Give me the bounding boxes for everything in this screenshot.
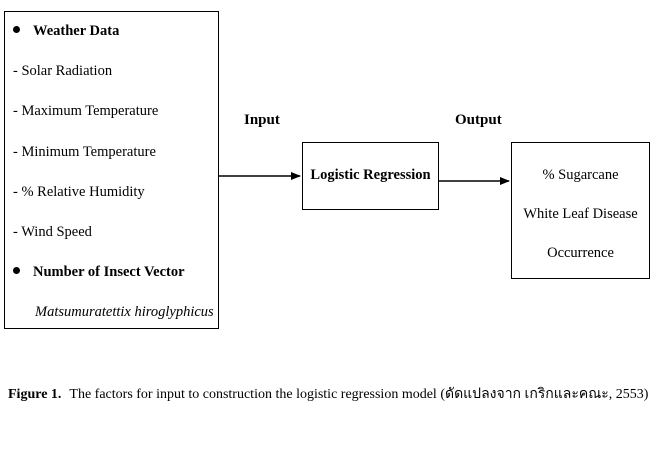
input-label: Input: [244, 112, 280, 128]
insect-species-name: Matsumuratettix hiroglyphicus: [35, 304, 214, 320]
insect-vector-heading-text: Number of Insect Vector: [33, 264, 185, 280]
output-line-3: Occurrence: [547, 245, 614, 261]
weather-item-relative-humidity: - % Relative Humidity: [13, 184, 145, 200]
weather-data-heading: Weather Data: [13, 24, 119, 39]
output-line-2: White Leaf Disease: [523, 206, 638, 222]
input-factors-box: Weather Data - Solar Radiation - Maximum…: [4, 11, 219, 329]
weather-item-wind-speed: - Wind Speed: [13, 224, 92, 240]
insect-vector-heading: Number of Insect Vector: [13, 265, 185, 280]
output-line-1: % Sugarcane: [542, 167, 619, 183]
weather-data-heading-text: Weather Data: [33, 23, 120, 39]
bullet-icon: [13, 267, 20, 274]
model-label: Logistic Regression: [310, 167, 431, 183]
figure-caption-text: The factors for input to construction th…: [69, 387, 649, 402]
output-box: % Sugarcane White Leaf Disease Occurrenc…: [511, 142, 650, 279]
figure-caption: Figure 1. The factors for input to constr…: [8, 383, 648, 405]
figure-label: Figure 1.: [8, 387, 62, 402]
output-label: Output: [455, 112, 502, 128]
bullet-icon: [13, 26, 20, 33]
weather-item-solar-radiation: - Solar Radiation: [13, 63, 113, 79]
weather-item-maximum-temperature: - Maximum Temperature: [13, 103, 159, 119]
logistic-regression-box: Logistic Regression: [302, 142, 439, 210]
weather-item-minimum-temperature: - Minimum Temperature: [13, 144, 156, 160]
